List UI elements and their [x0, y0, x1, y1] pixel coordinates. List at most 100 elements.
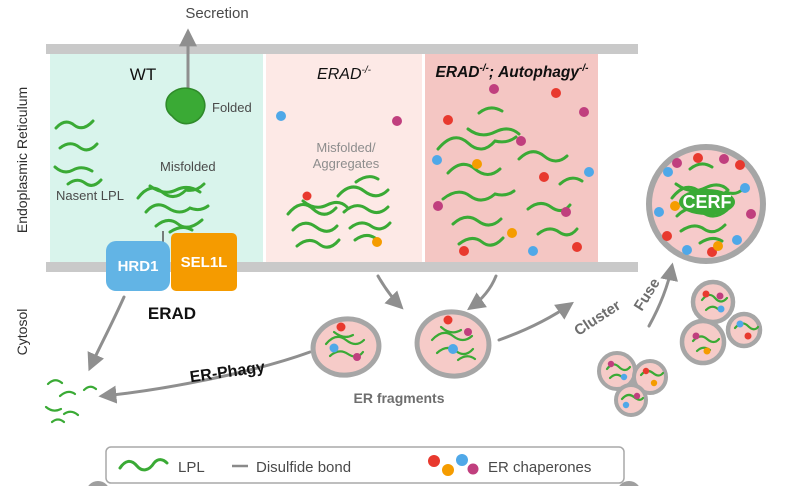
er-fragment-vesicle-1 — [310, 316, 382, 378]
axis-label-cytosol: Cytosol — [14, 309, 30, 356]
cerf-body: CERF — [646, 144, 766, 264]
chaperone-dot-orange — [713, 241, 723, 251]
chaperone-dot-magenta — [516, 136, 526, 146]
panel-erad-autophagy-ko — [425, 54, 598, 262]
chaperone-dot-red — [539, 172, 549, 182]
vesicle-cluster-right — [679, 279, 763, 366]
chaperone-dot-blue — [584, 167, 594, 177]
chaperone-dot-blue — [456, 454, 468, 466]
er-membrane-top — [46, 44, 638, 54]
panel-erad-ko — [266, 54, 422, 262]
erad-ko-to-fragments-arrow — [376, 274, 404, 310]
cerf-label-backdrop — [679, 189, 735, 215]
chaperone-dot-red — [551, 88, 561, 98]
chaperone-dot-red — [302, 191, 312, 201]
chaperone-dot-blue — [732, 235, 742, 245]
chaperone-dot-red — [443, 115, 453, 125]
chaperone-dot-red — [702, 290, 710, 298]
folded-protein-blob — [165, 87, 206, 125]
sel1l-label: SEL1L — [181, 254, 228, 271]
chaperone-dot-red — [744, 332, 752, 340]
chaperone-dot-orange — [372, 237, 382, 247]
cluster-label: Cluster — [571, 297, 624, 339]
erad-label: ERAD — [148, 304, 196, 323]
double-ko-title: ERAD-/-;Autophagy-/- — [436, 63, 590, 81]
wt-title: WT — [130, 65, 156, 84]
sel1l-box — [171, 233, 237, 291]
chaperone-dot-magenta — [746, 209, 756, 219]
chaperone-dot-blue — [432, 155, 442, 165]
chaperone-dot-red — [428, 455, 440, 467]
chaperone-dot-blue — [329, 343, 339, 353]
chaperone-dot-blue — [528, 246, 538, 256]
chaperone-dot-blue — [717, 305, 725, 313]
secretion-label: Secretion — [185, 5, 248, 22]
er-fragments-label: ER fragments — [353, 390, 444, 406]
chaperone-dot-blue — [736, 320, 744, 328]
chaperone-dot-magenta — [467, 463, 479, 475]
cerf-label: CERF — [683, 192, 732, 212]
erad-degradation-arrow — [87, 295, 126, 372]
chaperone-dot-red — [735, 160, 745, 170]
chaperone-dot-blue — [620, 373, 628, 381]
nascent-lpl-label: Nasent LPL — [56, 188, 124, 203]
chaperone-dot-orange — [442, 464, 454, 476]
legend-chaperone-dots — [428, 454, 479, 476]
chaperone-dot-blue — [622, 401, 630, 409]
hrd1-box — [106, 241, 170, 291]
chaperone-dot-blue — [740, 183, 750, 193]
legend-lpl-icon — [118, 458, 169, 472]
chaperone-dot-red — [336, 322, 346, 332]
chaperone-dot-orange — [650, 379, 658, 387]
chaperone-dot-magenta — [433, 201, 443, 211]
chaperone-dot-magenta — [719, 154, 729, 164]
hrd1-label: HRD1 — [118, 258, 159, 275]
chaperone-dot-blue — [663, 167, 673, 177]
degraded-lpl-fragments — [44, 379, 98, 424]
chaperone-dot-orange — [670, 201, 680, 211]
legend-disulfide-label: Disulfide bond — [256, 459, 351, 476]
chaperone-dot-red — [443, 315, 453, 325]
er-membrane-bottom — [46, 262, 638, 272]
chaperone-dot-orange — [507, 228, 517, 238]
chaperone-dot-blue — [448, 344, 458, 354]
chaperone-dot-red — [662, 231, 672, 241]
decoration-right — [619, 481, 639, 486]
double-ko-to-fragments-arrow — [467, 274, 498, 311]
decoration-left — [88, 481, 108, 486]
legend-lpl-label: LPL — [178, 459, 205, 476]
er-phagy-label: ER-Phagy — [189, 359, 266, 386]
aggregate-tangle-double-ko — [436, 106, 584, 247]
chaperone-dot-red — [459, 246, 469, 256]
er-fragment-vesicle-2 — [414, 309, 492, 379]
chaperone-dot-magenta — [353, 353, 361, 361]
chaperone-dots-double-ko — [432, 84, 594, 256]
chaperone-dot-red — [642, 367, 650, 375]
chaperone-dot-magenta — [633, 392, 641, 400]
folded-label: Folded — [212, 100, 252, 115]
misfolded-tangle-wt — [136, 182, 210, 234]
erad-ko-title: ERAD-/- — [317, 65, 372, 83]
aggregate-tangle-erad-ko — [286, 175, 392, 249]
chaperone-dot-blue — [654, 207, 664, 217]
chaperone-dot-blue — [682, 245, 692, 255]
vesicle-cluster-lower — [597, 351, 668, 417]
chaperone-dot-red — [572, 242, 582, 252]
chaperone-dot-magenta — [716, 292, 724, 300]
chaperone-dot-magenta — [607, 360, 615, 368]
panel-wt — [50, 54, 263, 262]
nascent-lpl-squiggles — [53, 119, 103, 187]
chaperone-dot-orange — [472, 159, 482, 169]
chaperone-dot-magenta — [561, 207, 571, 217]
axis-label-er: Endoplasmic Reticulum — [14, 87, 30, 233]
chaperone-dot-magenta — [392, 116, 402, 126]
chaperone-dot-magenta — [692, 332, 700, 340]
chaperone-dot-blue — [276, 111, 286, 121]
chaperone-dot-magenta — [579, 107, 589, 117]
fuse-arrow — [647, 262, 678, 328]
misfolded-aggregates-label-1: Misfolded/ — [316, 140, 376, 155]
chaperone-dot-magenta — [464, 328, 472, 336]
cluster-arrow — [497, 301, 574, 342]
